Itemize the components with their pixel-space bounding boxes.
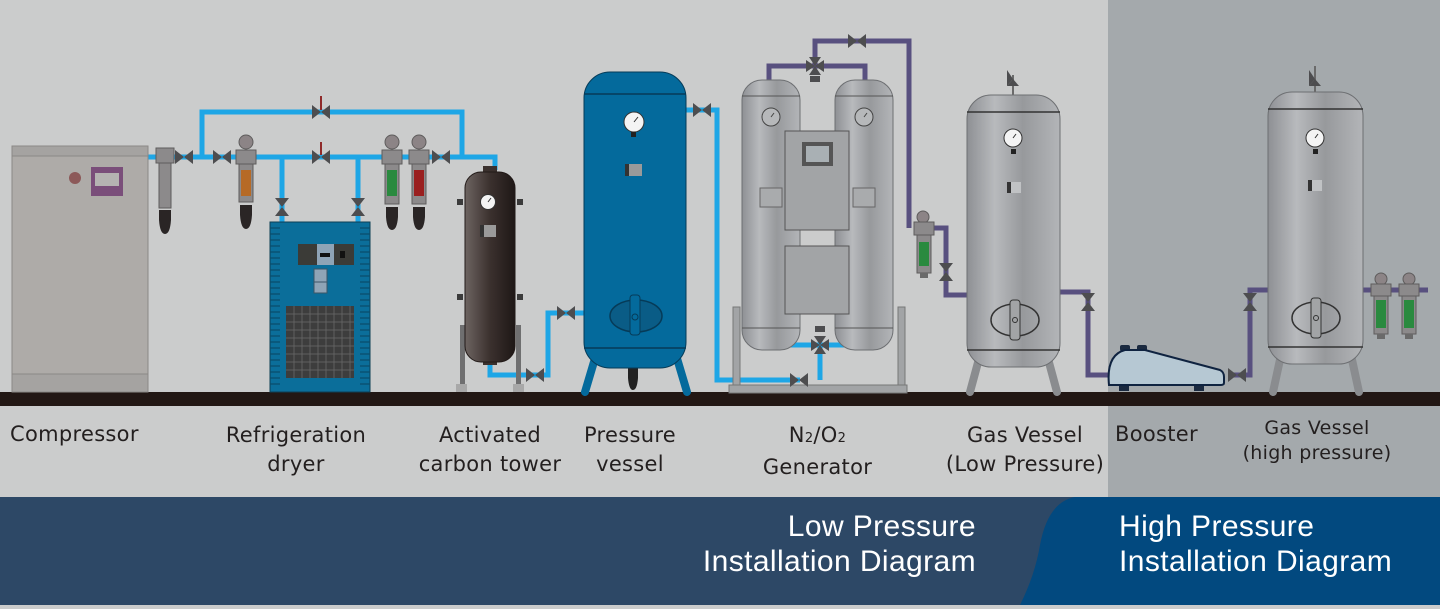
label-booster: Booster	[1115, 422, 1198, 446]
generator-unit	[728, 34, 908, 394]
compressor-indicator-light	[69, 172, 81, 184]
refrigeration-dryer-unit	[269, 221, 371, 393]
label-refrigeration-dryer: Refrigeration dryer	[225, 423, 367, 476]
label-activated-carbon-tower: Activated carbon tower	[418, 423, 562, 476]
precision-filter-red	[408, 134, 430, 230]
label-pressure-vessel: Pressure vessel	[583, 423, 677, 476]
gas-vessel-low-unit	[966, 70, 1061, 396]
precision-filter-orange	[235, 134, 257, 229]
main-line-filter	[155, 147, 175, 234]
title-high-pressure: High Pressure Installation Diagram	[1119, 510, 1393, 578]
generator-bottom-three-way-valve	[811, 326, 829, 354]
high-pressure-filter-1	[1370, 272, 1392, 339]
gas-line-filter	[913, 210, 935, 278]
label-generator: N2/O2 Generator	[762, 423, 873, 479]
floor	[0, 392, 1440, 406]
gas-vessel-high-unit	[1267, 66, 1364, 396]
high-pressure-filter-2	[1398, 272, 1420, 339]
pressure-vessel-unit	[581, 71, 691, 396]
booster-unit	[1107, 345, 1225, 391]
label-gas-vessel-high: Gas Vessel (high pressure)	[1242, 417, 1392, 464]
bypass-valve-top	[312, 96, 330, 119]
activated-carbon-tower-unit	[456, 166, 524, 392]
banner-high-pressure	[1020, 497, 1440, 605]
label-compressor: Compressor	[10, 422, 139, 446]
generator-top-three-way-valve	[806, 57, 824, 82]
bypass-valve-middle	[312, 142, 330, 164]
precision-filter-green	[381, 134, 403, 230]
label-gas-vessel-low: Gas Vessel (Low Pressure)	[945, 423, 1105, 476]
compressor-unit	[11, 145, 149, 393]
title-low-pressure: Low Pressure Installation Diagram	[702, 510, 976, 578]
